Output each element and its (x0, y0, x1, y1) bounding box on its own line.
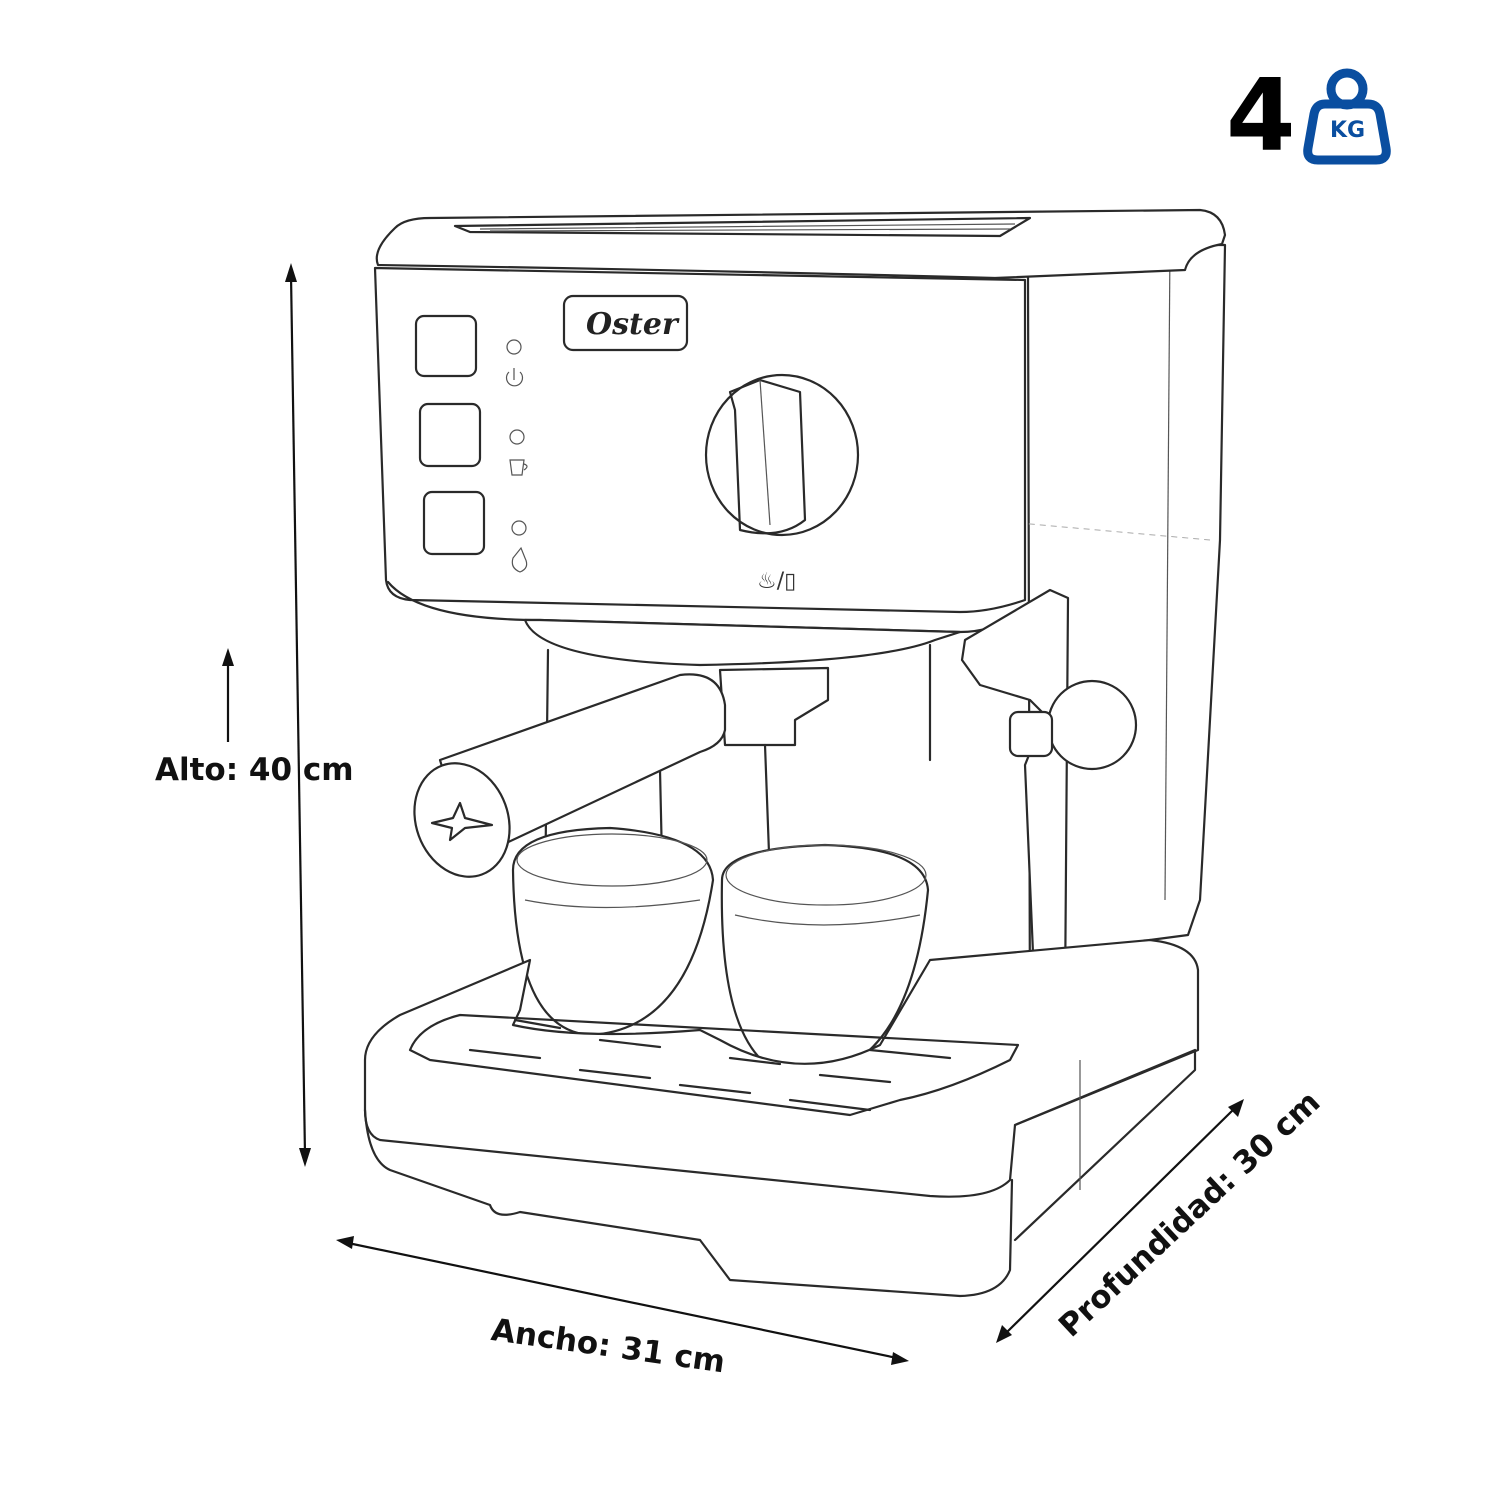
power-button (414, 314, 478, 378)
weight-value: 4 (1226, 57, 1296, 174)
steam-icon (511, 546, 528, 573)
espresso-cup-left (511, 826, 715, 1037)
height-dimension-arrow (222, 263, 311, 1167)
steam-button (422, 490, 486, 556)
brand-logo: Oster (586, 307, 680, 342)
steam-dial (704, 373, 860, 537)
oster-logo-plate (562, 294, 689, 352)
cup-icon (509, 459, 528, 476)
height-label: Alto: 40 cm (155, 752, 354, 788)
width-dimension-arrow (336, 1236, 909, 1365)
espresso-button (418, 402, 482, 468)
weight-icon (1303, 68, 1391, 165)
depth-dimension-arrow (996, 1099, 1244, 1343)
machine-body: Oster ♨/▯ (363, 208, 1227, 1298)
steam-water-icon: ♨/▯ (757, 569, 796, 594)
portafilter-handle (413, 762, 511, 878)
weight-unit: KG (1329, 118, 1366, 143)
power-icon (505, 368, 524, 387)
